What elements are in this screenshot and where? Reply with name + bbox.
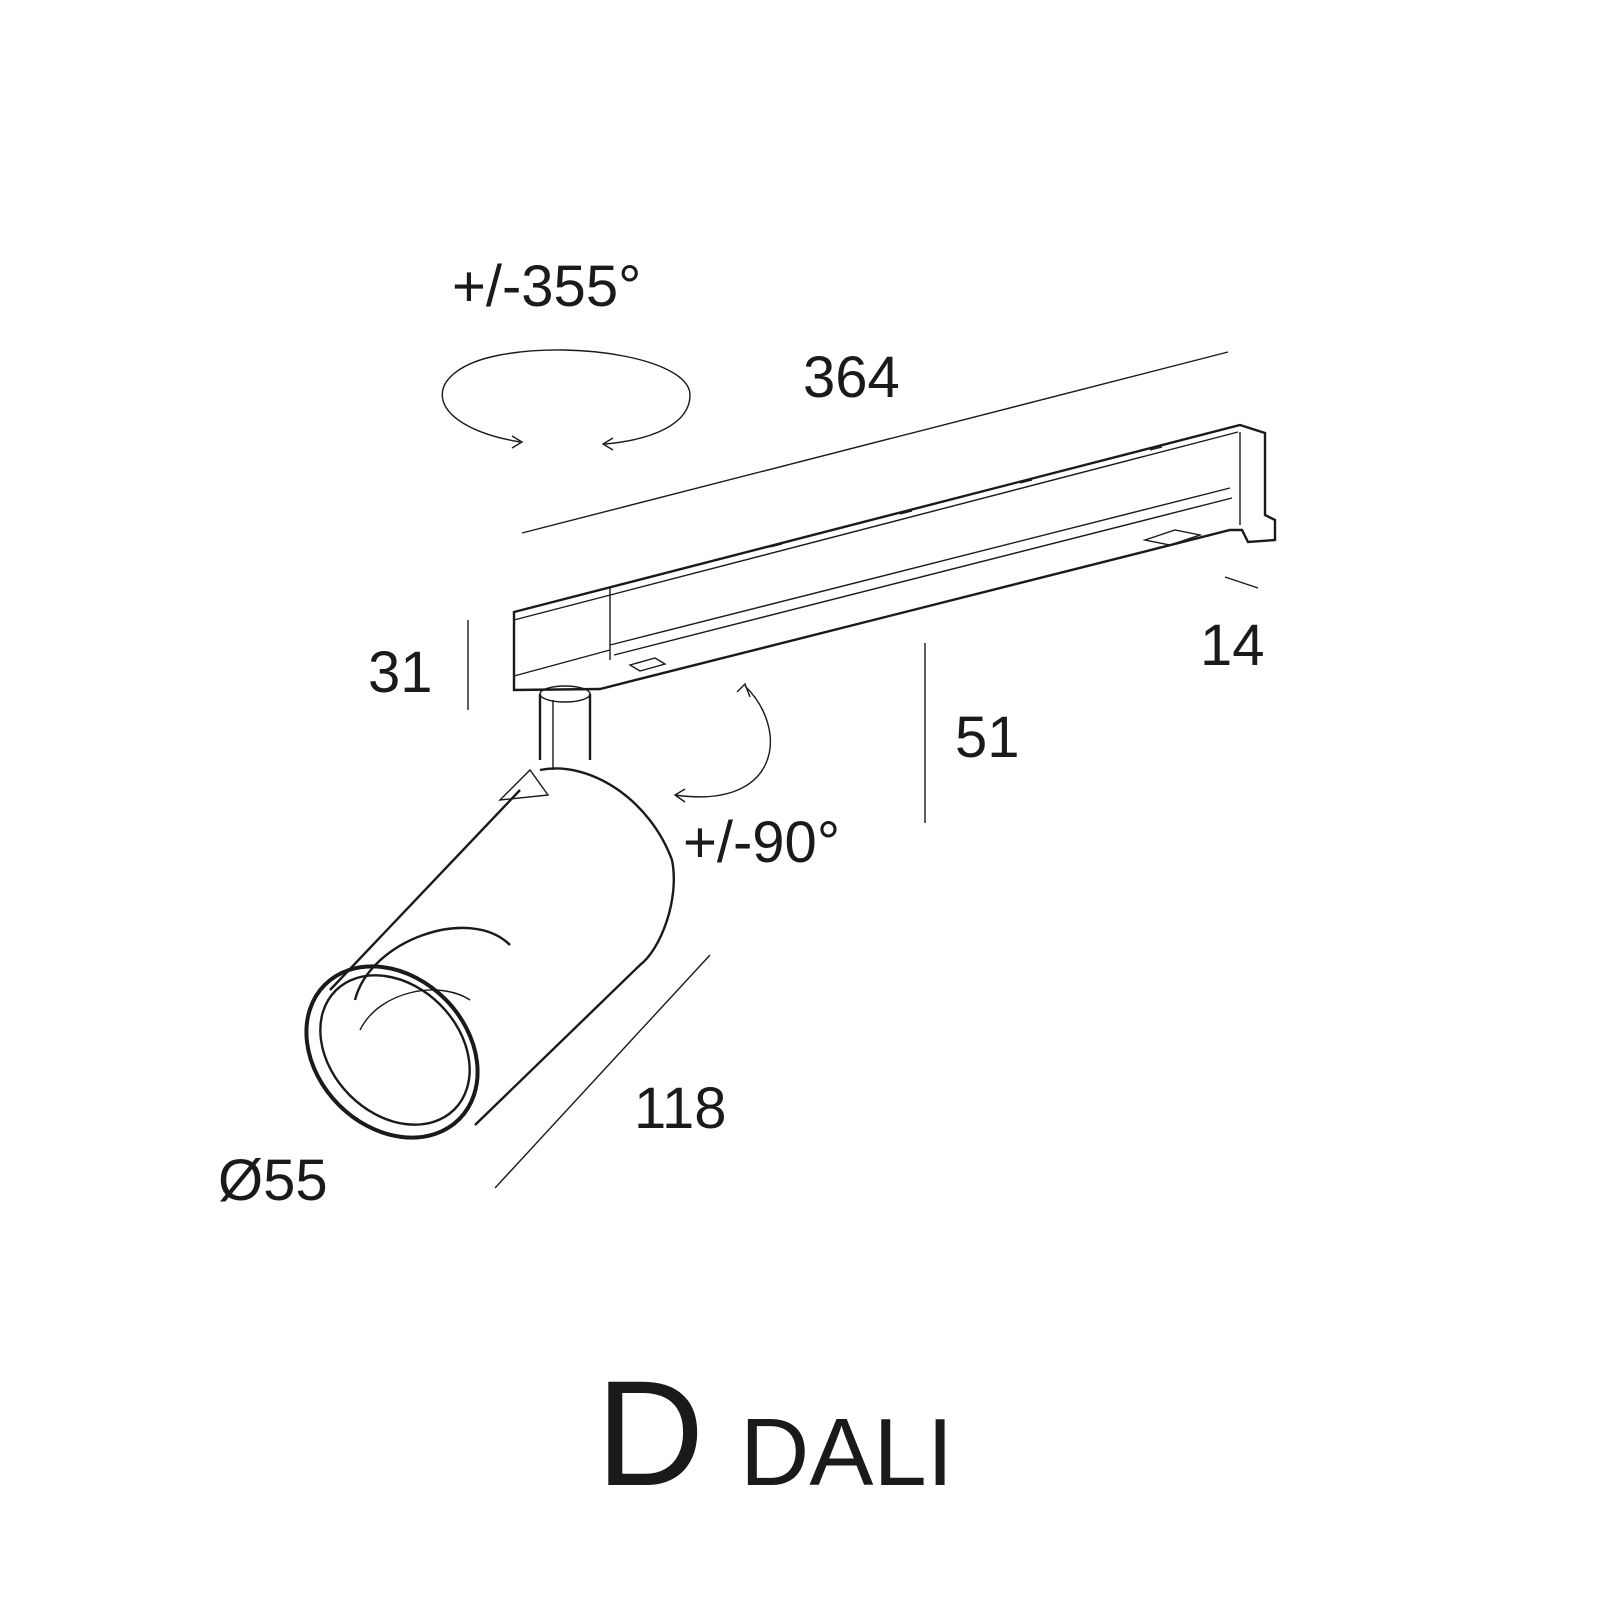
rotation-355-arrow	[441, 349, 691, 451]
height-total-label: 51	[955, 705, 1020, 770]
diameter-label: Ø55	[218, 1148, 328, 1213]
head-length-line	[494, 954, 711, 1189]
width-label: 14	[1200, 613, 1265, 678]
length-label: 364	[803, 345, 900, 410]
spotlight-head	[304, 767, 675, 1140]
width-line	[1224, 576, 1259, 589]
head-length-label: 118	[634, 1076, 726, 1141]
title-word: DALI	[740, 1399, 953, 1506]
stem	[538, 685, 592, 770]
length-dimension-line	[521, 351, 1229, 534]
rotation-vertical-label: +/-90°	[683, 810, 840, 875]
rotation-horizontal-label: +/-355°	[452, 254, 641, 319]
rotation-90-arrow	[673, 682, 772, 803]
height-track-label: 31	[368, 640, 433, 705]
track-adapter	[512, 423, 1277, 692]
title-letter: D	[596, 1349, 704, 1517]
